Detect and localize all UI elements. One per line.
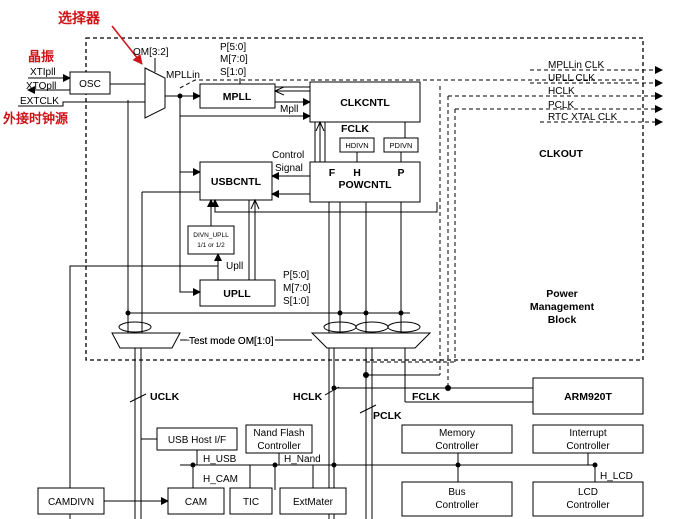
interrupt-controller-label-2: Controller: [566, 441, 610, 452]
interrupt-controller-block: [532, 424, 644, 454]
divn-upll-label-1: DIVN_UPLL: [193, 232, 229, 239]
memory-controller-block: [401, 424, 513, 454]
nand-flash-block: [245, 424, 313, 454]
bus-controller-label-1: Bus: [448, 487, 465, 498]
powcntl-h-label: H: [353, 167, 361, 179]
interrupt-controller-label-1: Interrupt: [569, 428, 606, 439]
upll-s-label: S[1:0]: [283, 296, 309, 307]
xtipll-label: XTIpll: [30, 67, 56, 78]
upll-block: [199, 279, 276, 307]
osc-block: [69, 71, 111, 95]
powcntl-f-label: F: [329, 167, 336, 179]
mpll-signal-label: Mpll: [280, 104, 298, 115]
h-cam-label: H_CAM: [203, 474, 238, 485]
memory-controller-label-2: Controller: [435, 441, 479, 452]
lcd-controller-label-2: Controller: [566, 500, 610, 511]
memory-controller-label-1: Memory: [439, 428, 475, 439]
bus-controller-label-2: Controller: [435, 500, 479, 511]
fclk-label: FCLK: [341, 123, 369, 135]
mpll-label: MPLL: [223, 91, 252, 103]
upll-label: UPLL: [223, 288, 251, 300]
arm920t-block: [532, 377, 644, 415]
clock-selector-mux: [144, 67, 166, 119]
rtc-xtal-clk-label: RTC XTAL CLK: [548, 112, 618, 123]
cam-label: CAM: [185, 497, 207, 508]
uclk-mux: [111, 332, 181, 349]
pclk-bus-label: PCLK: [373, 410, 402, 422]
control-label: Control: [272, 150, 304, 161]
lcd-controller-block: [532, 481, 644, 517]
mpllin-clk-label: MPLLin CLK: [548, 60, 604, 71]
clkout-label: CLKOUT: [539, 148, 583, 160]
upll-p-label: P[5:0]: [283, 270, 309, 281]
xtopll-label: XTOpll: [26, 81, 56, 92]
fclk-bus-label: FCLK: [412, 391, 440, 403]
camdivn-label: CAMDIVN: [48, 497, 94, 508]
upll-m-label: M[7:0]: [283, 283, 311, 294]
upll-signal-label: Upll: [226, 261, 243, 272]
usbcntl-block: [199, 161, 273, 201]
h-nand-label: H_Nand: [284, 454, 321, 465]
bus-controller-block: [401, 481, 513, 517]
pdivn-label: PDIVN: [390, 141, 413, 150]
selector-arrow: [111, 25, 143, 65]
test-mode-label-text: Test mode OM[1:0]: [189, 336, 274, 347]
power-management-line-1: Power: [546, 288, 578, 300]
mpll-block: [199, 83, 276, 109]
usb-host-label: USB Host I/F: [168, 435, 226, 446]
power-management-line-3: Block: [548, 314, 577, 326]
h-lcd-label: H_LCD: [600, 471, 633, 482]
nand-flash-label-2: Controller: [257, 441, 301, 452]
uclk-label: UCLK: [150, 391, 180, 403]
powcntl-label: POWCNTL: [338, 179, 392, 191]
mpll-s-label: S[1:0]: [220, 67, 246, 78]
tic-label: TIC: [243, 497, 259, 508]
powcntl-p-label: P: [397, 167, 404, 179]
upll-clk-label: UPLL CLK: [548, 73, 595, 84]
clkcntl-block: [309, 81, 421, 123]
h-usb-label: H_USB: [203, 454, 237, 465]
clkcntl-label: CLKCNTL: [340, 97, 390, 109]
hclk-bus-label: HCLK: [293, 391, 323, 403]
power-management-boundary: [85, 37, 644, 361]
om32-label: OM[3:2]: [133, 47, 169, 58]
signal-label: Signal: [275, 163, 303, 174]
camdivn-block: [37, 487, 105, 515]
tic-block: [229, 487, 273, 515]
mpll-m-label: M[7:0]: [220, 54, 248, 65]
extmater-label: ExtMater: [293, 497, 334, 508]
cam-block: [167, 487, 225, 515]
osc-label: OSC: [79, 79, 101, 90]
mpll-p-label: P[5:0]: [220, 42, 246, 53]
hdivn-label: HDIVN: [345, 141, 368, 150]
test-mode-label: Test mode OM[1:0]: [189, 336, 274, 347]
crystal-annotation: 晶振: [28, 49, 54, 65]
pclk-out-label: PCLK: [548, 100, 574, 111]
usbcntl-label: USBCNTL: [211, 176, 262, 188]
divn-upll-block: [187, 225, 235, 255]
divn-upll-label-2: 1/1 or 1/2: [197, 242, 225, 249]
powcntl-block: [309, 161, 421, 203]
hclk-pclk-mux: [310, 332, 432, 349]
nand-flash-label-1: Nand Flash: [253, 428, 304, 439]
hclk-out-label: HCLK: [548, 86, 575, 97]
arm920t-label: ARM920T: [564, 391, 612, 403]
power-management-line-2: Management: [530, 301, 595, 313]
mpllin-label: MPLLin: [166, 70, 200, 81]
external-clock-annotation: 外接时钟源: [2, 111, 68, 127]
lcd-controller-label-1: LCD: [578, 487, 598, 498]
extclk-label: EXTCLK: [20, 96, 59, 107]
selector-annotation: 选择器: [58, 10, 101, 27]
